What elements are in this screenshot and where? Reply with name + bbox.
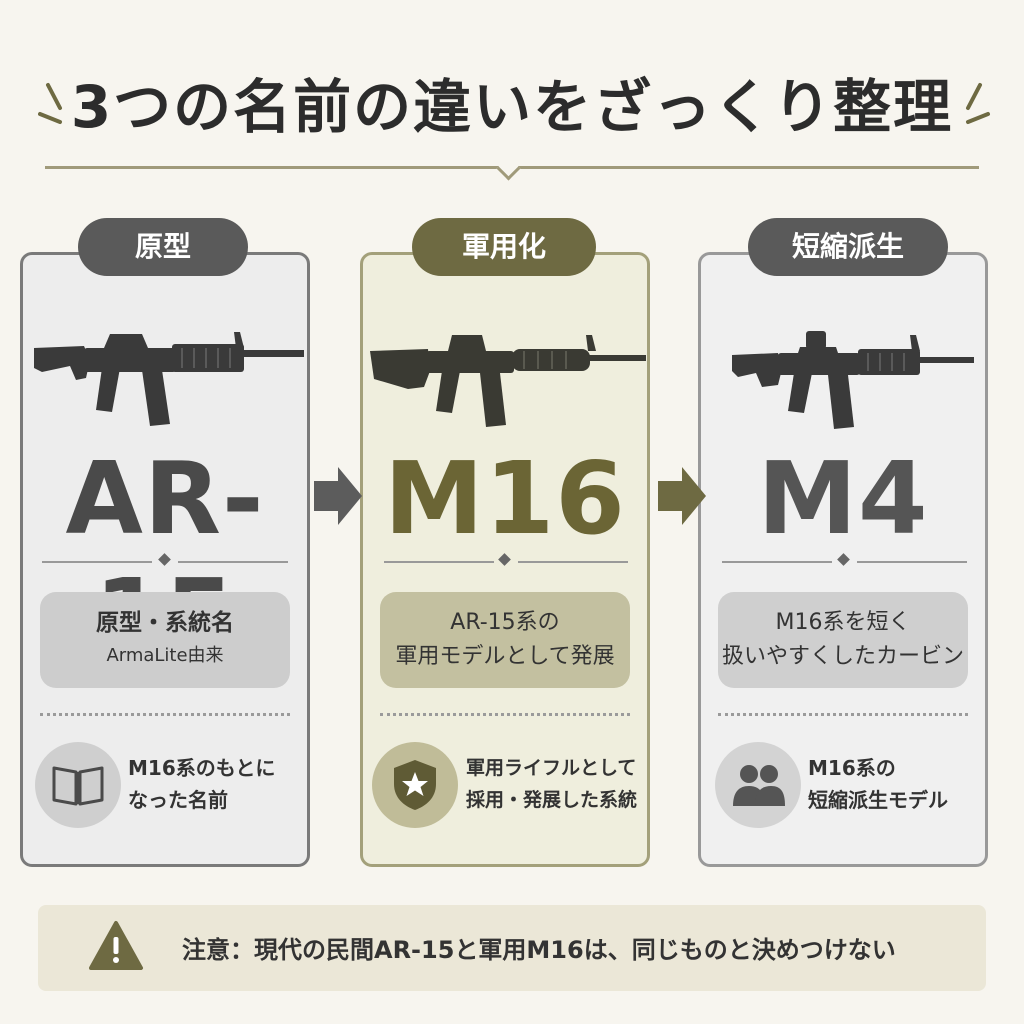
arrow-right-icon: [658, 467, 706, 525]
dotted-divider: [718, 713, 968, 716]
separator-line: [42, 561, 152, 563]
arrow-right-icon: [314, 467, 362, 525]
note-m16: 軍用ライフルとして 採用・発展した系統: [466, 752, 637, 816]
desc-box-m4: M16系を短く 扱いやすくしたカービン: [718, 592, 968, 688]
model-name-m16: M16: [384, 440, 626, 557]
desc-line2: ArmaLite由来: [106, 645, 224, 666]
sparkle-right-icon: [966, 83, 990, 124]
separator-line: [722, 561, 832, 563]
note-line1: M16系のもとに: [128, 756, 276, 780]
note-line1: M16系の: [808, 756, 896, 780]
desc-line1: AR-15系の: [450, 610, 560, 635]
note-line2: 短縮派生モデル: [808, 788, 948, 812]
separator-line: [178, 561, 288, 563]
tag-prototype: 原型: [78, 218, 248, 276]
book-icon: [52, 766, 104, 806]
tag-shortened: 短縮派生: [748, 218, 948, 276]
desc-box-ar15: 原型・系統名 ArmaLite由来: [40, 592, 290, 688]
rifle-m4-icon: [732, 331, 974, 429]
model-name-m4: M4: [757, 440, 929, 557]
rifle-ar15-icon: [34, 332, 304, 426]
desc-line2: 扱いやすくしたカービン: [721, 644, 964, 669]
note-m4: M16系の 短縮派生モデル: [808, 752, 948, 816]
sparkle-left-icon: [38, 83, 62, 124]
warning-banner: [38, 905, 986, 991]
people-icon: [733, 765, 785, 806]
separator-line: [518, 561, 628, 563]
badge-m4: [715, 742, 801, 828]
title-divider-notch: [496, 156, 521, 181]
tag-military: 軍用化: [412, 218, 596, 276]
desc-line2: 軍用モデルとして発展: [395, 644, 615, 669]
note-ar15: M16系のもとに なった名前: [128, 752, 275, 816]
warning-text: 注意：現代の民間AR-15と軍用M16は、同じものと決めつけない: [182, 936, 896, 964]
desc-line1: M16系を短く: [775, 610, 911, 635]
shield-star-icon: [394, 760, 436, 810]
dotted-divider: [40, 713, 290, 716]
warning-icon: [89, 921, 143, 970]
separator-line: [857, 561, 967, 563]
dotted-divider: [380, 713, 630, 716]
separator-line: [384, 561, 494, 563]
rifle-m16-icon: [370, 335, 646, 427]
desc-box-m16: AR-15系の 軍用モデルとして発展: [380, 592, 630, 688]
note-line2: なった名前: [128, 788, 228, 812]
note-line2: 採用・発展した系統: [466, 789, 638, 811]
note-line1: 軍用ライフルとして: [466, 757, 637, 779]
page-title: 3つの名前の違いをざっくり整理: [70, 73, 954, 141]
desc-line1: 原型・系統名: [96, 610, 234, 636]
